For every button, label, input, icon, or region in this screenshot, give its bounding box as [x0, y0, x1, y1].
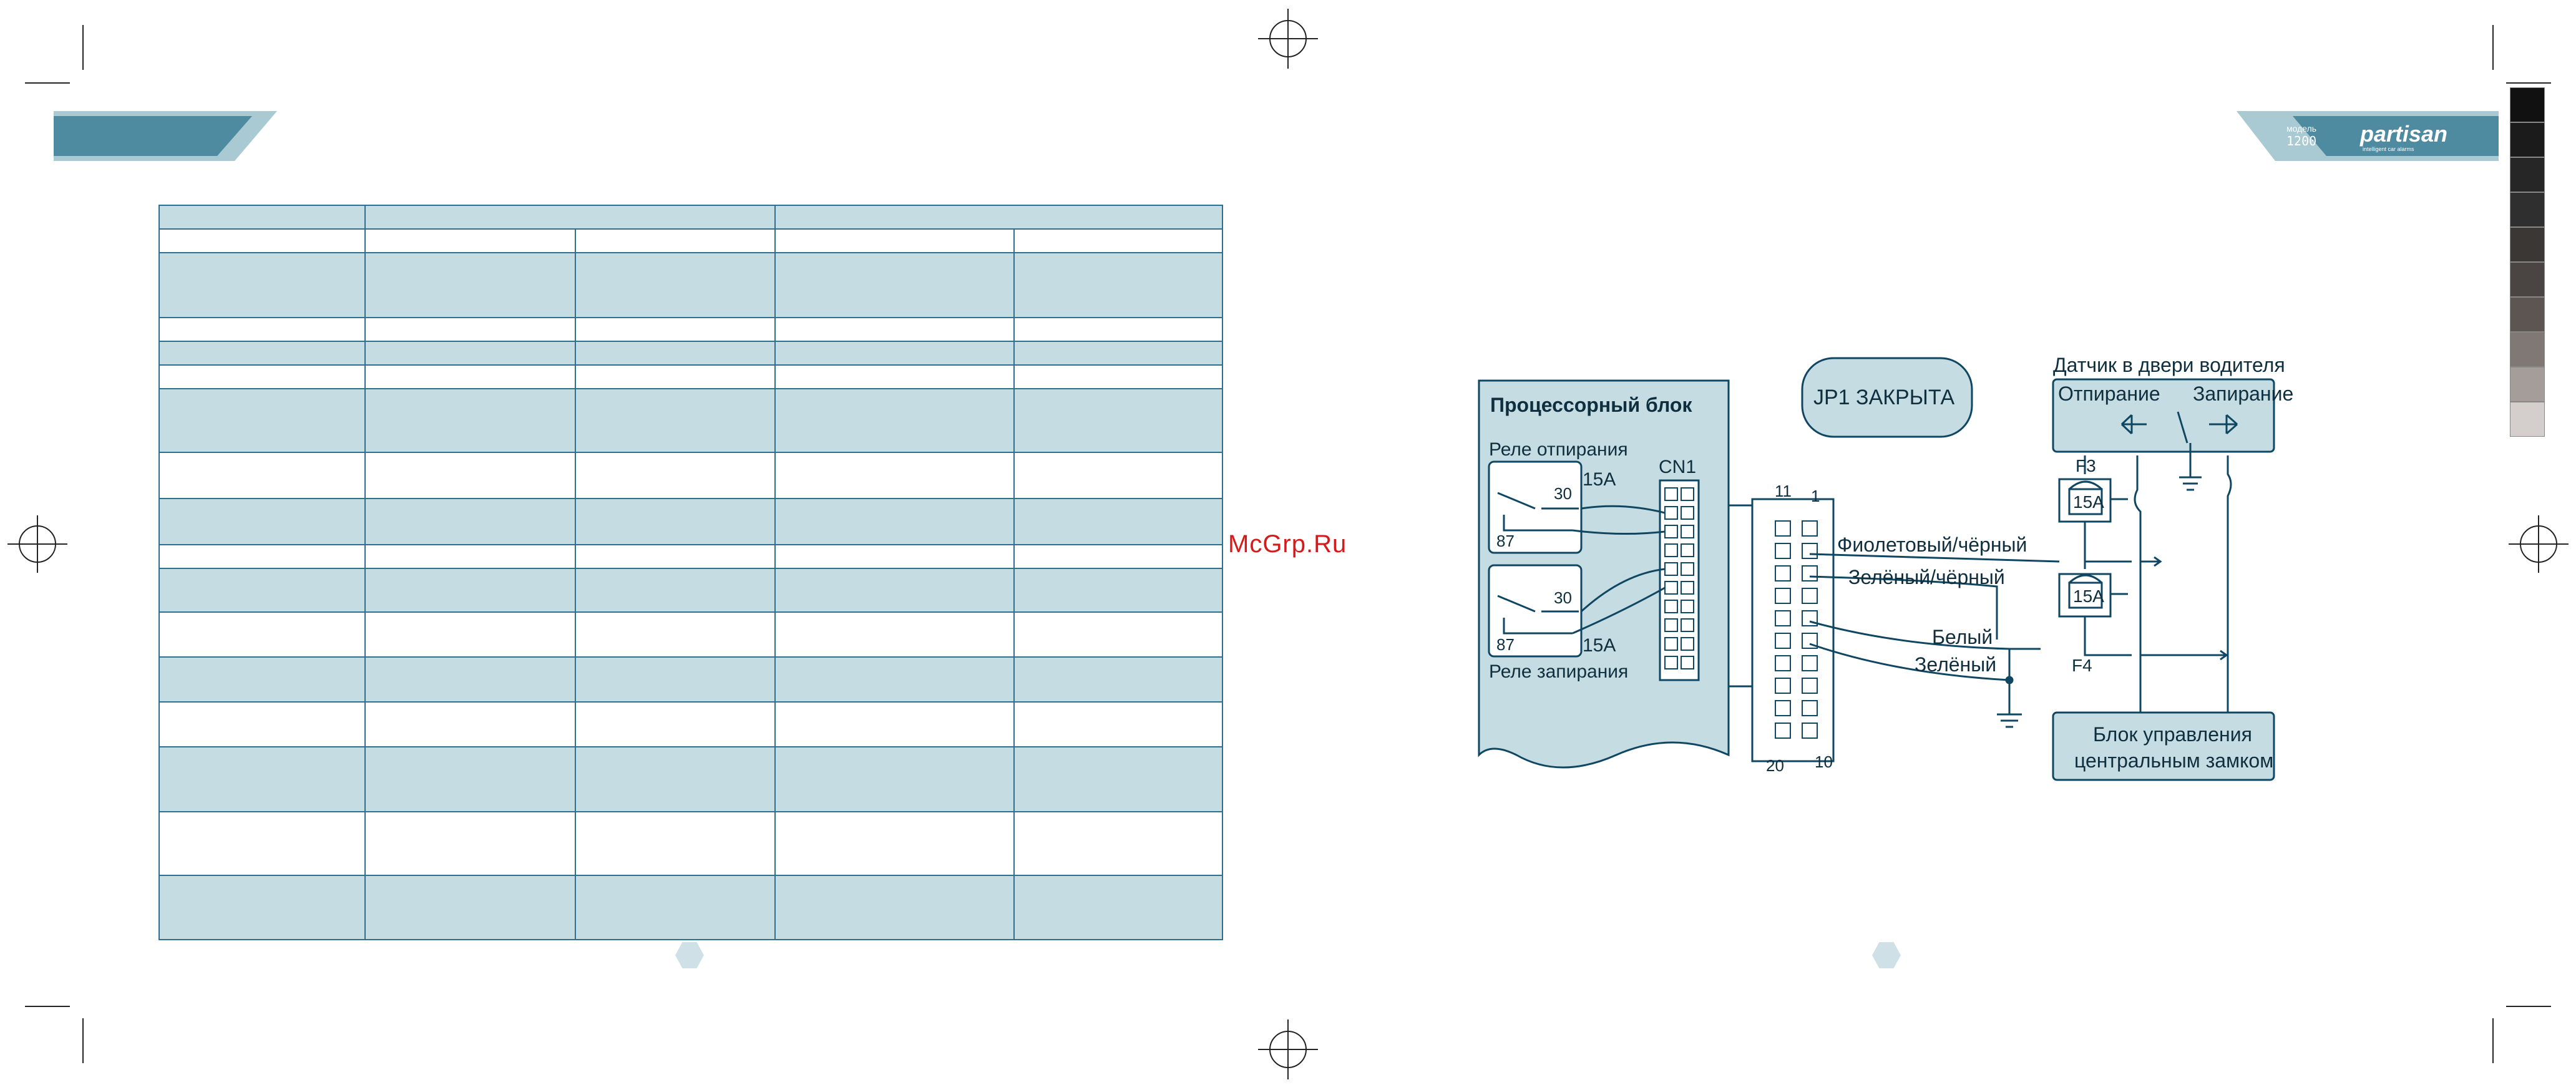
table-row	[159, 364, 1223, 389]
brand-tagline: intelligent car alarms	[2363, 146, 2414, 152]
wire-green-black-label: Зелёный/чёрный	[1848, 566, 2005, 588]
table-row	[159, 701, 1223, 747]
right-header-band	[2237, 111, 2499, 161]
crop-mark	[2506, 1006, 2551, 1007]
relay-lock-amp: 15A	[1583, 635, 1616, 656]
watermark-text: McGrp.Ru	[1228, 530, 1347, 558]
registration-mark-bottom	[1258, 1049, 1318, 1050]
table-row	[159, 746, 1223, 812]
lock-label: Запирание	[2193, 382, 2293, 405]
table-row	[159, 544, 1223, 569]
page-number-right	[1872, 942, 1901, 968]
fuse-f4-label: 15A	[2073, 586, 2104, 606]
table-row	[159, 568, 1223, 613]
model-number: 1200	[2286, 134, 2317, 148]
table-cell	[159, 205, 366, 230]
table-row	[159, 388, 1223, 453]
registration-mark-left	[7, 543, 67, 545]
swatch	[2510, 297, 2545, 332]
table-row	[159, 611, 1223, 658]
fuse-f4-name: F4	[2072, 656, 2092, 675]
table-row	[159, 252, 1223, 318]
central-lock-box	[2052, 711, 2275, 781]
wire-white-label: Белый	[1932, 626, 1993, 648]
table-cell	[364, 205, 776, 230]
registration-mark-right	[2509, 543, 2569, 545]
crop-mark	[2492, 25, 2494, 70]
specification-table	[159, 205, 1223, 940]
swatch	[2510, 367, 2545, 402]
table-row	[159, 341, 1223, 366]
unlock-label: Отпирание	[2058, 382, 2160, 405]
pin-20-label: 20	[1766, 756, 1784, 775]
page-number-left	[675, 942, 704, 968]
fuse-f3-label: F3	[2076, 456, 2096, 475]
registration-mark-top	[1258, 38, 1318, 39]
wire-green-label: Зелёный	[1915, 653, 1996, 676]
wiring-diagram: Процессорный блок Реле отпирания 15A 30 …	[1478, 354, 2293, 781]
cn1-header	[1659, 479, 1700, 681]
brand-name: partisan	[2360, 121, 2448, 147]
table-row	[159, 875, 1223, 940]
crop-mark	[82, 25, 84, 70]
relay-lock-label: Реле запирания	[1489, 661, 1628, 682]
pin-11-label: 11	[1775, 482, 1792, 500]
relay-unlock-label: Реле отпирания	[1489, 439, 1628, 460]
central-lock-label-line2: центральным замком	[2074, 749, 2273, 772]
swatch	[2510, 122, 2545, 157]
pin-10-label: 10	[1815, 752, 1833, 771]
swatch	[2510, 402, 2545, 437]
table-row	[159, 317, 1223, 342]
swatch	[2510, 192, 2545, 227]
table-row	[159, 452, 1223, 499]
cn1-label: CN1	[1659, 457, 1696, 477]
table-header-row	[159, 205, 1223, 230]
jumper-box	[1801, 357, 1973, 438]
connector-plug	[1727, 504, 1754, 688]
door-sensor-box	[2052, 378, 2275, 453]
processor-block-label: Процессорный блок	[1490, 394, 1692, 416]
crop-mark	[82, 1018, 84, 1063]
crop-mark	[2506, 82, 2551, 84]
table-row	[159, 498, 1223, 545]
table-cell	[774, 205, 1223, 230]
swatch	[2510, 262, 2545, 297]
relay-unlock-amp: 15A	[1583, 469, 1616, 490]
table-row	[159, 656, 1223, 703]
pin-1-label: 1	[1811, 487, 1820, 505]
left-header-band	[54, 111, 277, 161]
connector-block	[1751, 498, 1835, 762]
crop-mark	[2492, 1018, 2494, 1063]
fuse-f3-rating: 15A	[2073, 492, 2104, 512]
table-row	[159, 228, 1223, 253]
wire-violet-black-label: Фиолетовый/чёрный	[1837, 533, 2027, 556]
swatch	[2510, 157, 2545, 192]
swatch	[2510, 227, 2545, 262]
color-calibration-strip	[2510, 87, 2545, 437]
relay-unlock-pin30: 30	[1554, 484, 1572, 503]
table-row	[159, 811, 1223, 876]
brand-logo: модель 1200 partisan intelligent car ala…	[2286, 121, 2480, 158]
model-label: модель	[2286, 124, 2317, 134]
door-sensor-label: Датчик в двери водителя	[2053, 354, 2285, 376]
relay-unlock-pin87: 87	[1496, 532, 1515, 550]
relay-lock-pin30: 30	[1554, 588, 1572, 607]
crop-mark	[25, 82, 70, 84]
swatch	[2510, 332, 2545, 367]
jumper-label: JP1 ЗАКРЫТА	[1813, 386, 1954, 409]
crop-mark	[25, 1006, 70, 1007]
relay-lock-pin87: 87	[1496, 635, 1515, 654]
swatch	[2510, 87, 2545, 122]
central-lock-label-line1: Блок управления	[2093, 723, 2252, 746]
